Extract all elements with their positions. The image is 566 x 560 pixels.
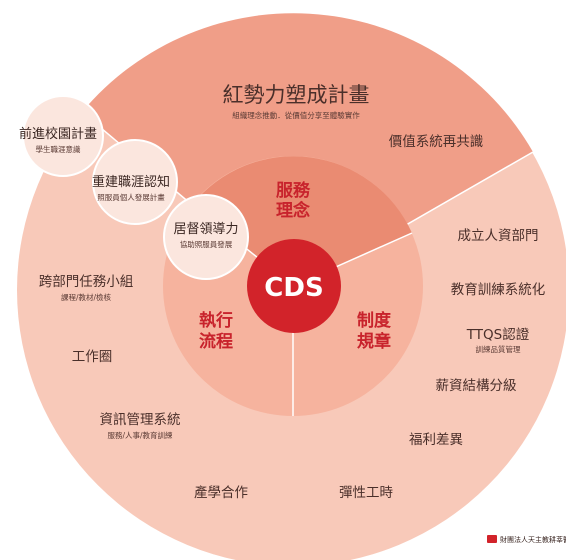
- core-service-line2: 理念: [276, 200, 310, 221]
- core-system-line1: 制度: [357, 310, 392, 331]
- bubble-campus-label: 前進校園計畫: [19, 126, 97, 142]
- bubble-career: [92, 139, 178, 225]
- core-process-line2: 流程: [199, 331, 233, 352]
- right-item-4: 薪資結構分級: [436, 378, 517, 394]
- logo: 財團法人天主教耕莘醫院: [487, 535, 566, 544]
- bubble-leadership: [163, 194, 249, 280]
- left-item-3: 資訊管理系統: [100, 412, 181, 428]
- bubble-career-sub: 照服員個人發展計畫: [97, 192, 165, 202]
- inner-top-segment: [192, 156, 412, 286]
- right-item-2: 教育訓練系統化: [451, 282, 546, 298]
- top-subtitle: 組織理念推動．從價值分享至體驗實作: [232, 110, 360, 120]
- left-item-3-sub: 服務/人事/教育訓練: [107, 430, 173, 440]
- bubble-leadership-sub: 協助照服員發展: [180, 239, 233, 249]
- right-item-5: 福利差異: [409, 432, 463, 448]
- left-item-2: 工作圈: [72, 349, 113, 365]
- left-item-4: 產學合作: [194, 484, 248, 501]
- logo-text: 財團法人天主教耕莘醫院: [500, 535, 566, 544]
- right-item-1: 成立人資部門: [458, 228, 539, 244]
- bubble-leadership-label: 居督領導力: [173, 221, 238, 237]
- cds-label: CDS: [264, 273, 323, 303]
- outer-top-segment: [82, 13, 533, 290]
- right-item-3-sub: 訓練品質管理: [476, 344, 521, 354]
- left-item-1: 跨部門任務小組: [39, 274, 134, 290]
- cds-center: [247, 239, 341, 333]
- core-process-line1: 執行: [199, 310, 233, 331]
- logo-mark-icon: [487, 535, 497, 543]
- bubble-career-label: 重建職涯認知: [92, 174, 170, 190]
- core-system-line2: 規章: [357, 331, 391, 352]
- core-service-line1: 服務: [276, 180, 311, 201]
- bubble-campus-sub: 學生職涯意識: [36, 144, 81, 154]
- top-item: 價值系統再共識: [389, 134, 484, 150]
- top-title: 紅勢力塑成計畫: [223, 83, 370, 107]
- right-item-6: 彈性工時: [339, 485, 393, 501]
- bubble-campus: [22, 95, 104, 177]
- left-item-1-sub: 課程/教材/檢核: [61, 292, 112, 302]
- right-item-3: TTQS認證: [466, 326, 530, 343]
